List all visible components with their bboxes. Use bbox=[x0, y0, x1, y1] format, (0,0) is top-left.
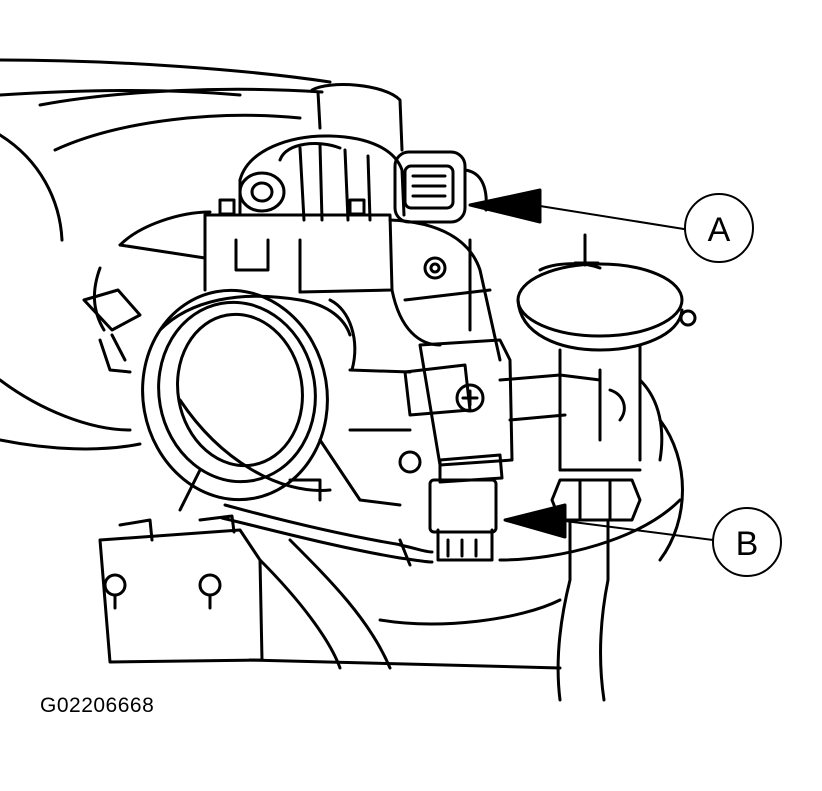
callout-arrow-a bbox=[468, 188, 691, 231]
callout-label-a: A bbox=[708, 211, 731, 249]
throttle-body bbox=[178, 218, 502, 507]
wiring-harness bbox=[220, 503, 434, 567]
sensor-connector-a bbox=[393, 150, 488, 224]
lower-intake bbox=[98, 418, 684, 670]
callout-b: B bbox=[712, 507, 782, 577]
callout-arrow-b bbox=[503, 503, 714, 541]
callout-label-b: B bbox=[736, 525, 759, 563]
top-actuator bbox=[218, 134, 406, 222]
egr-tube bbox=[550, 478, 642, 702]
callout-a: A bbox=[684, 193, 754, 263]
upper-hoses bbox=[0, 58, 404, 451]
figure-id: G02206668 bbox=[40, 694, 155, 717]
sensor-connector-b bbox=[428, 453, 504, 562]
air-inlet bbox=[141, 288, 352, 502]
throttle-position-sensor bbox=[398, 338, 602, 474]
egr-valve bbox=[516, 233, 697, 472]
mounting-flange bbox=[82, 210, 394, 374]
